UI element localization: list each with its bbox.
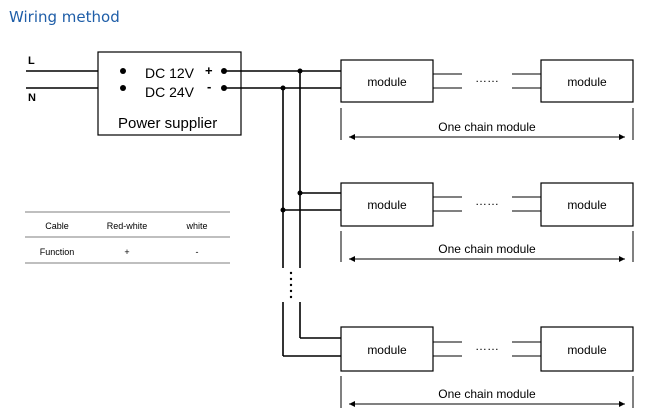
chain-span-label: One chain module [438,242,536,256]
chain-2: module …… module One chain module [340,182,634,262]
module-label: module [567,343,607,357]
table-header-red-white: Red-white [107,221,148,231]
module-box [540,182,634,227]
module-box [340,59,434,103]
table-cell-negative: - [196,247,199,257]
power-supply-name: Power supplier [118,115,217,132]
chain-1: module …… module One chain module [340,59,634,140]
page-title: Wiring method [9,8,120,26]
chain-ellipsis: …… [475,339,499,353]
input-terminal-n [120,85,126,91]
table-header-white: white [185,221,207,231]
vertical-ellipsis [289,271,293,299]
chain-span-label: One chain module [438,120,536,134]
table-cell-function: Function [40,247,75,257]
cable-table: Cable Red-white white Function + - [25,211,230,264]
module-label: module [567,198,607,212]
chain-ellipsis: …… [475,71,499,85]
junction-dot [280,85,286,91]
positive-sign: + [205,63,213,78]
chain-ellipsis: …… [475,194,499,208]
input-terminal-l [120,68,126,74]
chain-span-label: One chain module [438,387,536,401]
line-label: L [28,55,35,67]
chain-3: module …… module One chain module [340,326,634,408]
table-cell-positive: + [124,247,129,257]
power-supply-box [97,51,242,136]
module-box [540,326,634,372]
negative-sign: - [207,79,211,94]
junction-dot [297,68,303,74]
output-24v-label: DC 24V [145,84,195,100]
output-12v-label: DC 12V [145,65,195,81]
module-label: module [367,198,407,212]
module-label: module [367,75,407,89]
module-box [340,182,434,227]
neutral-label: N [28,92,36,104]
module-label: module [367,343,407,357]
module-label: module [567,75,607,89]
table-header-cable: Cable [45,221,69,231]
module-box [340,326,434,372]
module-box [540,59,634,103]
